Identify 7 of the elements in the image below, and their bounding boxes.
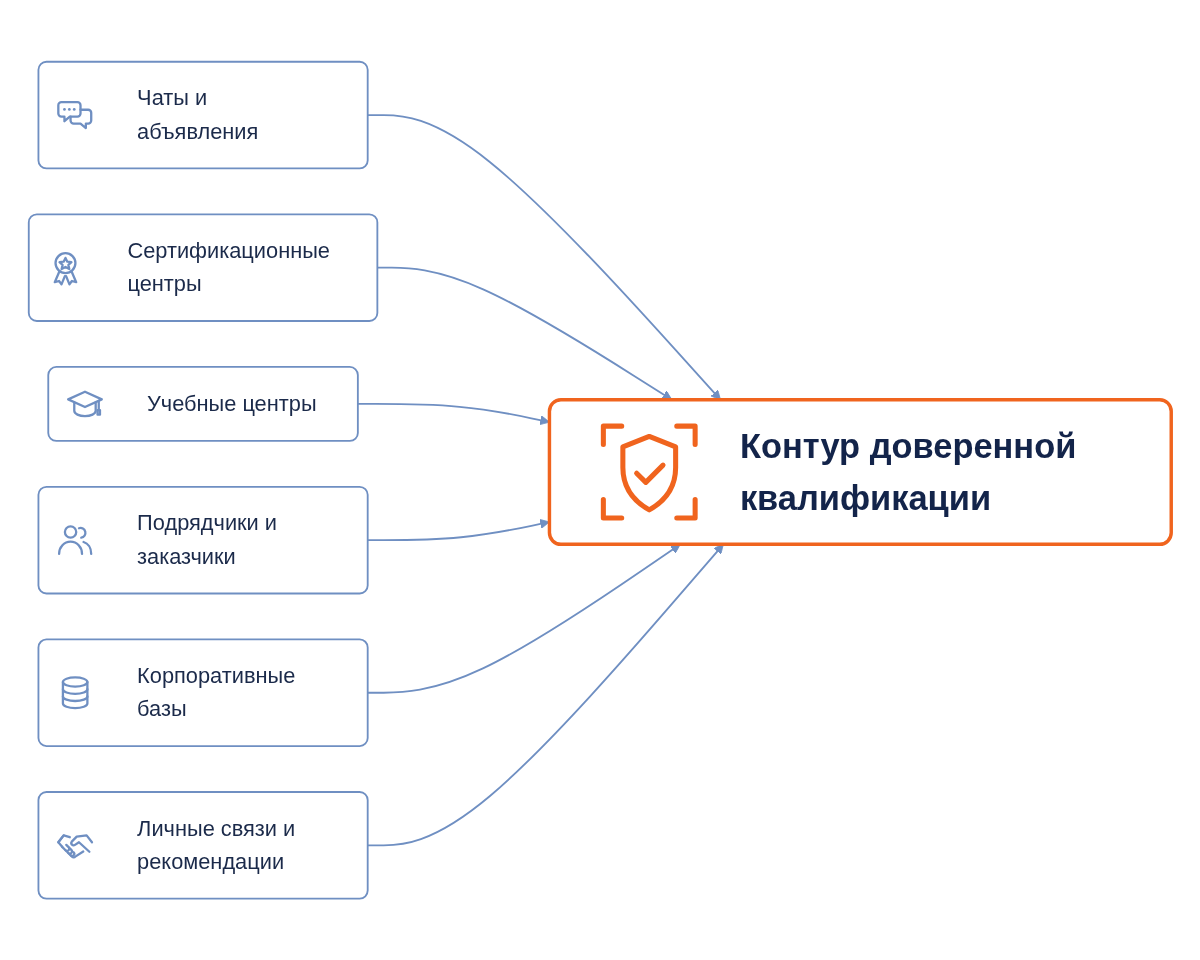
node-label: Корпоративные базы bbox=[137, 662, 297, 723]
node-label: Учебные центры bbox=[146, 389, 317, 418]
node-label: Чаты и абъявления bbox=[137, 84, 260, 145]
node-label: Сертификационные центры bbox=[127, 237, 331, 298]
hub-label: Контур доверенной квалификации bbox=[739, 426, 1078, 519]
node-label: Подрядчики и заказчики bbox=[137, 509, 278, 570]
node-label: Личные связи и рекомендации bbox=[137, 814, 297, 876]
